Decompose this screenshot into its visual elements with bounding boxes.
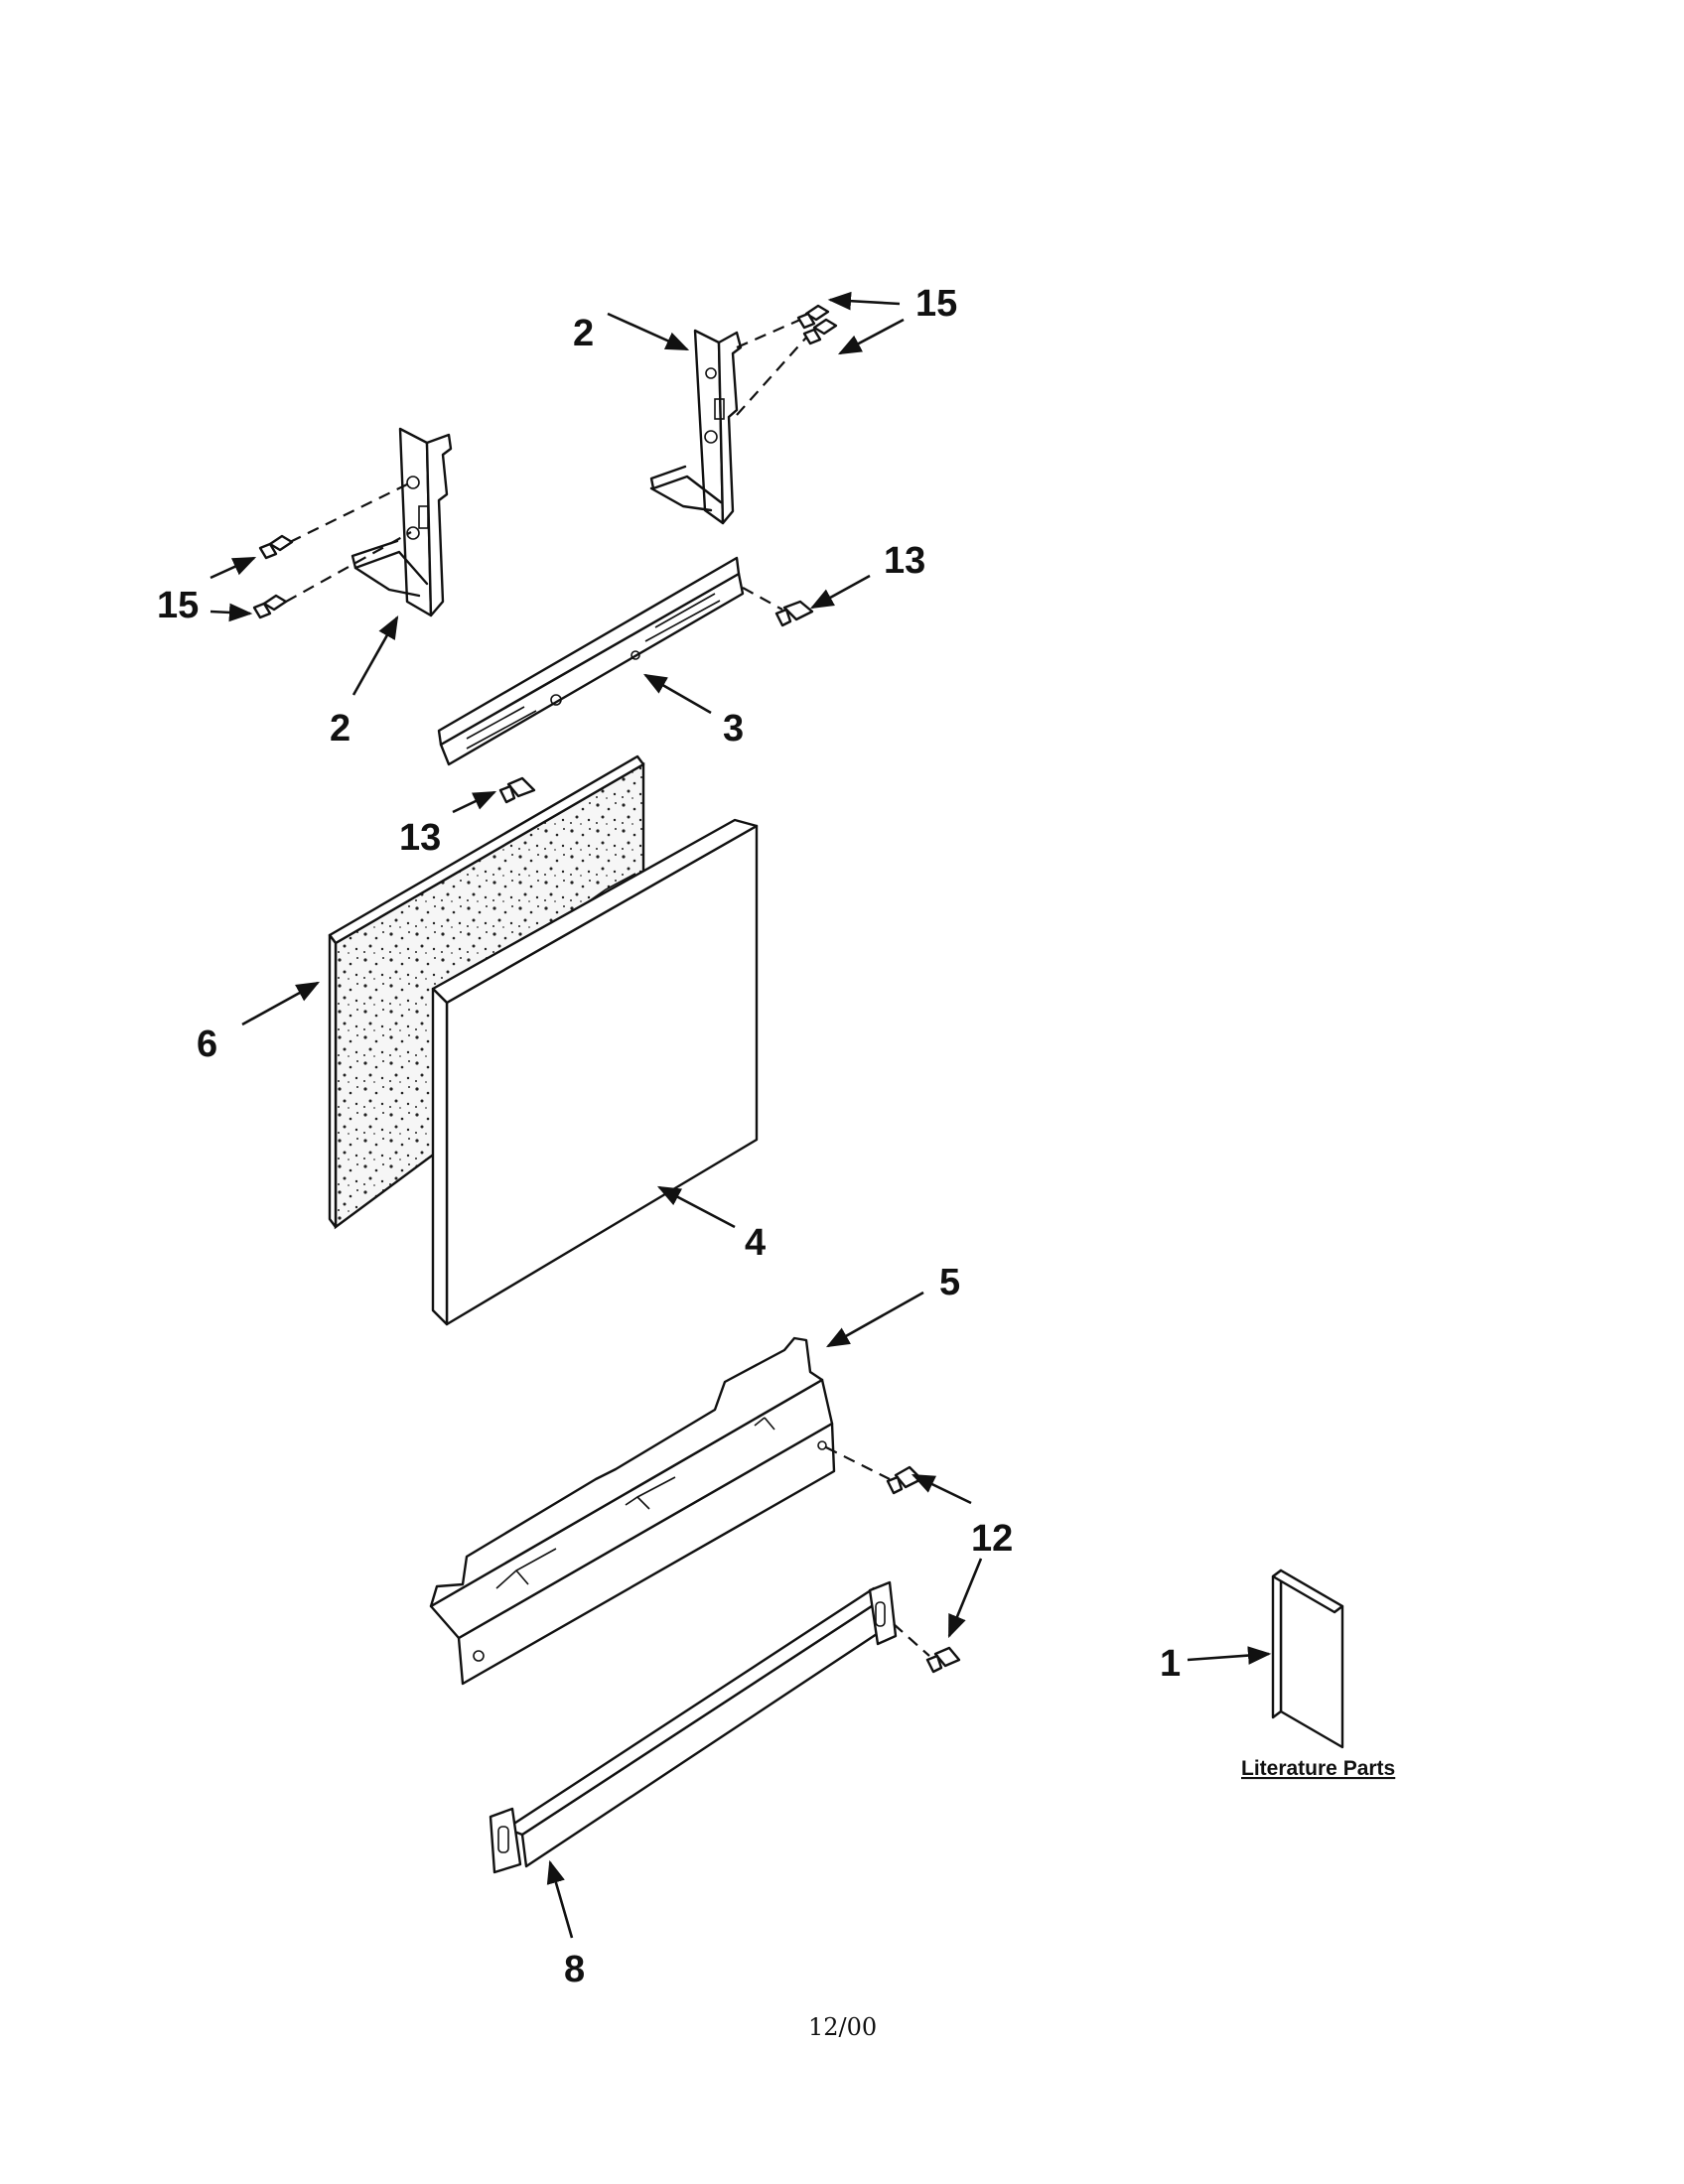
leader-15-top-b xyxy=(837,318,905,355)
footer-date: 12/00 xyxy=(808,2013,877,2041)
screw-13-right xyxy=(774,600,814,627)
leader-1 xyxy=(1187,1646,1272,1665)
screw-15-left-lower xyxy=(252,594,288,619)
callout-labels: 15 2 15 2 13 3 13 6 4 5 12 1 8 xyxy=(157,283,1181,1990)
leader-15-left-b xyxy=(210,603,253,622)
dashed-line-13-right xyxy=(742,587,783,611)
leader-13-right xyxy=(809,574,871,610)
callout-3: 3 xyxy=(723,708,744,750)
screw-12-lower xyxy=(925,1646,961,1674)
dashed-line-top-upper xyxy=(736,318,801,349)
mounting-rail xyxy=(437,556,745,766)
dashed-line-12-upper xyxy=(825,1446,891,1480)
leader-12-b xyxy=(947,1558,983,1639)
callout-15-left: 15 xyxy=(157,585,199,626)
callout-1: 1 xyxy=(1160,1643,1181,1685)
callout-13-left: 13 xyxy=(399,817,441,859)
outer-door-panel xyxy=(431,818,759,1326)
callout-5: 5 xyxy=(939,1262,960,1303)
screw-15-left-upper xyxy=(258,534,294,560)
callout-4: 4 xyxy=(745,1222,766,1264)
screw-15-top-lower xyxy=(802,318,838,345)
leader-13-left xyxy=(452,790,497,814)
leader-arrows xyxy=(210,291,1272,1939)
leader-4 xyxy=(656,1185,736,1229)
leader-3 xyxy=(642,673,712,715)
leader-5 xyxy=(825,1291,924,1348)
callout-6: 6 xyxy=(197,1024,217,1065)
callout-12: 12 xyxy=(971,1518,1013,1560)
screw-13-left xyxy=(498,776,536,804)
leader-2-top xyxy=(607,312,690,351)
callout-2-top: 2 xyxy=(573,313,594,354)
dashed-line-12-lower xyxy=(893,1623,930,1657)
dashed-line-left-lower xyxy=(285,531,412,603)
screw-12-upper xyxy=(886,1465,923,1495)
dashed-line-left-upper xyxy=(289,481,412,543)
leader-2-left xyxy=(351,614,399,696)
leader-15-left-a xyxy=(210,556,257,580)
dashed-line-top-lower xyxy=(736,337,807,416)
literature-booklet xyxy=(1271,1569,1344,1749)
leader-15-top-a xyxy=(827,291,901,311)
leader-8 xyxy=(546,1859,574,1939)
screw-15-top-upper xyxy=(796,304,830,330)
callout-2-left: 2 xyxy=(330,708,351,750)
kickplate-strip xyxy=(489,1580,898,1874)
callout-8: 8 xyxy=(564,1949,585,1990)
lower-channel-bracket xyxy=(429,1336,836,1686)
callout-13-right: 13 xyxy=(884,540,925,582)
literature-parts-label: Literature Parts xyxy=(1241,1757,1395,1780)
leader-6 xyxy=(241,981,321,1026)
hinge-bracket-left xyxy=(351,427,453,617)
hinge-bracket-top xyxy=(649,329,743,525)
leader-12-a xyxy=(911,1473,972,1505)
callout-15-top: 15 xyxy=(915,283,957,325)
